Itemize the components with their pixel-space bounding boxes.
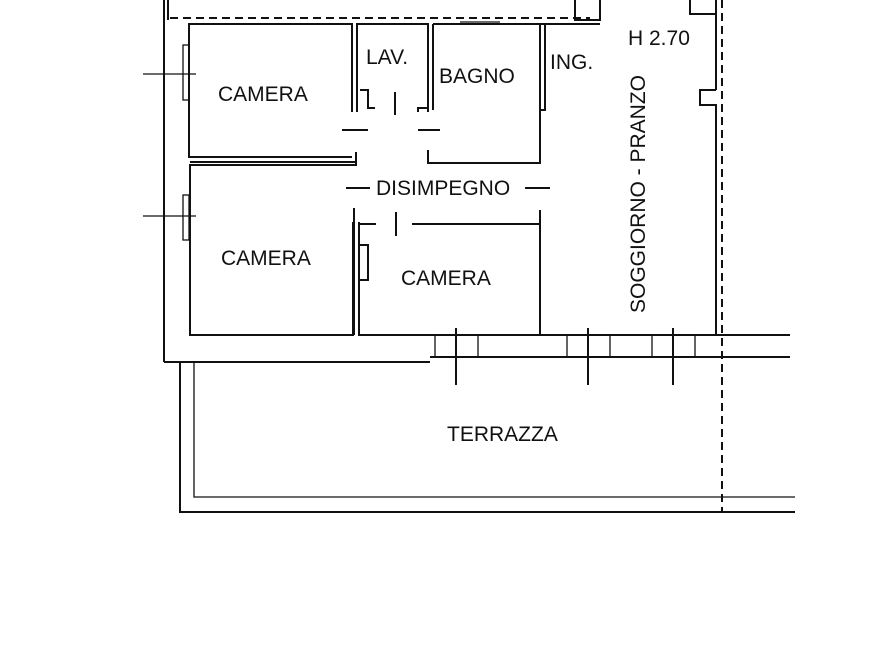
room-label-lav: LAV. (366, 46, 408, 69)
room-label-soggiorno: SOGGIORNO - PRANZO (627, 75, 650, 313)
windows (143, 44, 696, 385)
room-label-terrazza: TERRAZZA (447, 423, 558, 446)
ceiling-height-label: H 2.70 (628, 27, 690, 50)
room-label-camera: CAMERA (401, 267, 491, 290)
interior-walls (188, 21, 600, 336)
room-label-camera: CAMERA (221, 247, 311, 270)
room-label-disimpegno: DISIMPEGNO (376, 177, 510, 200)
room-label-camera: CAMERA (218, 83, 308, 106)
room-label-ingresso: ING. (550, 51, 593, 74)
room-label-bagno: BAGNO (439, 65, 515, 88)
terrace-outline (179, 362, 795, 513)
